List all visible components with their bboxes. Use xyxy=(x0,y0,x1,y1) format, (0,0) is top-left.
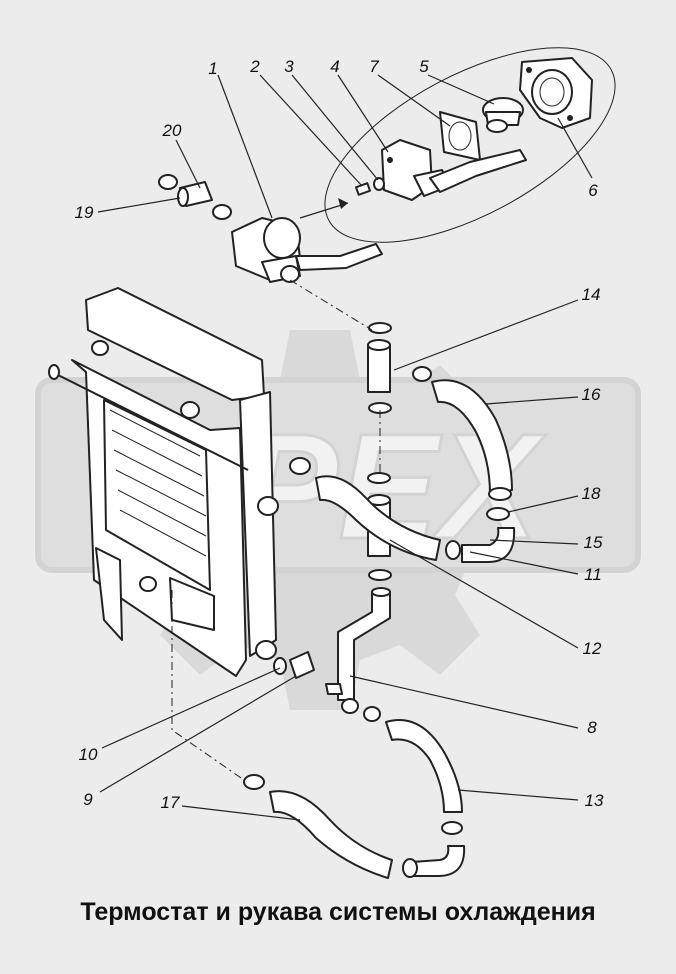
pipe-8 xyxy=(325,587,391,701)
callout-1: 1 xyxy=(208,59,217,78)
leader-lines xyxy=(97,74,593,821)
callout-14: 14 xyxy=(582,285,601,304)
callout-13: 13 xyxy=(585,791,604,810)
gasket-7 xyxy=(439,111,481,161)
callout-4: 4 xyxy=(330,57,339,76)
bolt-2 xyxy=(354,182,372,196)
hose-16 xyxy=(412,366,513,501)
callout-12: 12 xyxy=(583,639,602,658)
thermostat-housing-1 xyxy=(231,217,383,283)
inset-arrow xyxy=(299,202,349,219)
fitting-9 xyxy=(289,651,315,679)
callout-18: 18 xyxy=(582,484,601,503)
callout-10: 10 xyxy=(79,745,98,764)
hose-19 xyxy=(177,181,213,207)
callout-8: 8 xyxy=(587,718,597,737)
callout-6: 6 xyxy=(588,181,598,200)
clamp-10 xyxy=(273,657,287,675)
callout-9: 9 xyxy=(83,790,93,809)
callout-20: 20 xyxy=(162,121,182,140)
callout-19: 19 xyxy=(75,203,94,222)
hose-17 xyxy=(243,774,393,879)
hose-13 xyxy=(341,698,466,878)
inset-arrow-head xyxy=(338,198,348,209)
callout-7: 7 xyxy=(369,57,379,76)
radiator xyxy=(48,287,279,677)
washer-3 xyxy=(373,177,385,191)
callout-17: 17 xyxy=(161,793,180,812)
callout-5: 5 xyxy=(419,57,429,76)
radiator-hose-lower xyxy=(289,457,441,561)
thermostat-cover-6 xyxy=(519,57,593,129)
callout-3: 3 xyxy=(284,57,294,76)
callout-11: 11 xyxy=(584,565,602,584)
callout-2: 2 xyxy=(249,57,260,76)
callout-15: 15 xyxy=(584,533,603,552)
clamp-20 xyxy=(158,174,232,220)
diagram-caption: Термостат и рукава системы охлаждения xyxy=(80,898,596,926)
centerline-3 xyxy=(171,590,245,781)
hose-14 xyxy=(367,322,392,414)
inset-ellipse xyxy=(324,47,616,243)
callout-16: 16 xyxy=(582,385,601,404)
clamp-18 xyxy=(486,507,510,521)
clamp-11 xyxy=(445,540,461,560)
thermostat-housing-4 xyxy=(381,139,527,201)
centerline-1 xyxy=(289,279,373,331)
thermostat-5 xyxy=(482,97,524,133)
